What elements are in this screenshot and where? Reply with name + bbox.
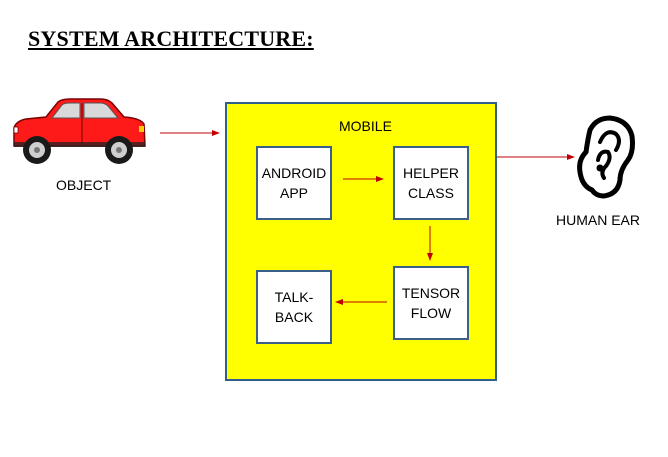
android-app-line-2: APP — [279, 185, 308, 201]
talk-back-line-2: BACK — [274, 309, 314, 325]
mobile-label: MOBILE — [339, 118, 392, 134]
helper-class-node: HELPER CLASS — [393, 146, 469, 220]
mobile-arrows — [335, 176, 433, 305]
mobile-container: MOBILE ANDROID APP HELPER CLASS TALK- BA… — [225, 102, 497, 381]
helper-class-line-2: CLASS — [408, 185, 454, 201]
tensor-flow-node: TENSOR FLOW — [393, 266, 469, 340]
helper-class-line-1: HELPER — [402, 165, 460, 181]
talk-back-line-1: TALK- — [274, 289, 314, 305]
human-ear-label: HUMAN EAR — [556, 212, 641, 228]
object-label: OBJECT — [56, 177, 112, 193]
tensor-flow-line-1: TENSOR — [401, 285, 461, 301]
android-app-node: ANDROID APP — [256, 146, 332, 220]
car-icon — [13, 98, 146, 164]
tensor-flow-line-2: FLOW — [410, 305, 452, 321]
page-title: SYSTEM ARCHITECTURE: — [28, 26, 314, 51]
android-app-line-1: ANDROID — [261, 165, 327, 181]
ear-icon — [577, 115, 635, 199]
talk-back-node: TALK- BACK — [256, 270, 332, 344]
